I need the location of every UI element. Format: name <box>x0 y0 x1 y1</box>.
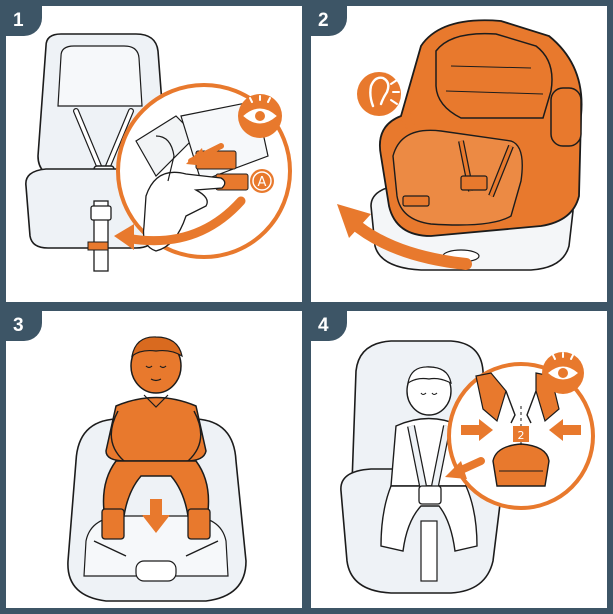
label-a-badge: A <box>250 169 274 193</box>
step-3-illustration <box>6 311 302 608</box>
step-2-illustration <box>311 6 607 302</box>
harness-buckle <box>461 176 487 190</box>
eye-icon <box>238 94 282 138</box>
leg-indicator <box>88 242 108 250</box>
ear-listen-icon <box>357 72 401 116</box>
step-2-panel: 2 <box>311 6 607 302</box>
eye-icon <box>542 352 584 394</box>
callout-number-text: 2 <box>518 429 525 442</box>
seat-headrest <box>436 34 552 118</box>
seat-headrest <box>58 46 142 106</box>
step-4-panel: 2 4 <box>311 311 607 608</box>
step-1-panel: A 1 <box>6 6 302 302</box>
step-1-illustration: A <box>6 6 302 302</box>
label-a-text: A <box>258 175 267 190</box>
step-3-panel: 3 <box>6 311 302 608</box>
step-4-illustration: 2 <box>311 311 607 608</box>
